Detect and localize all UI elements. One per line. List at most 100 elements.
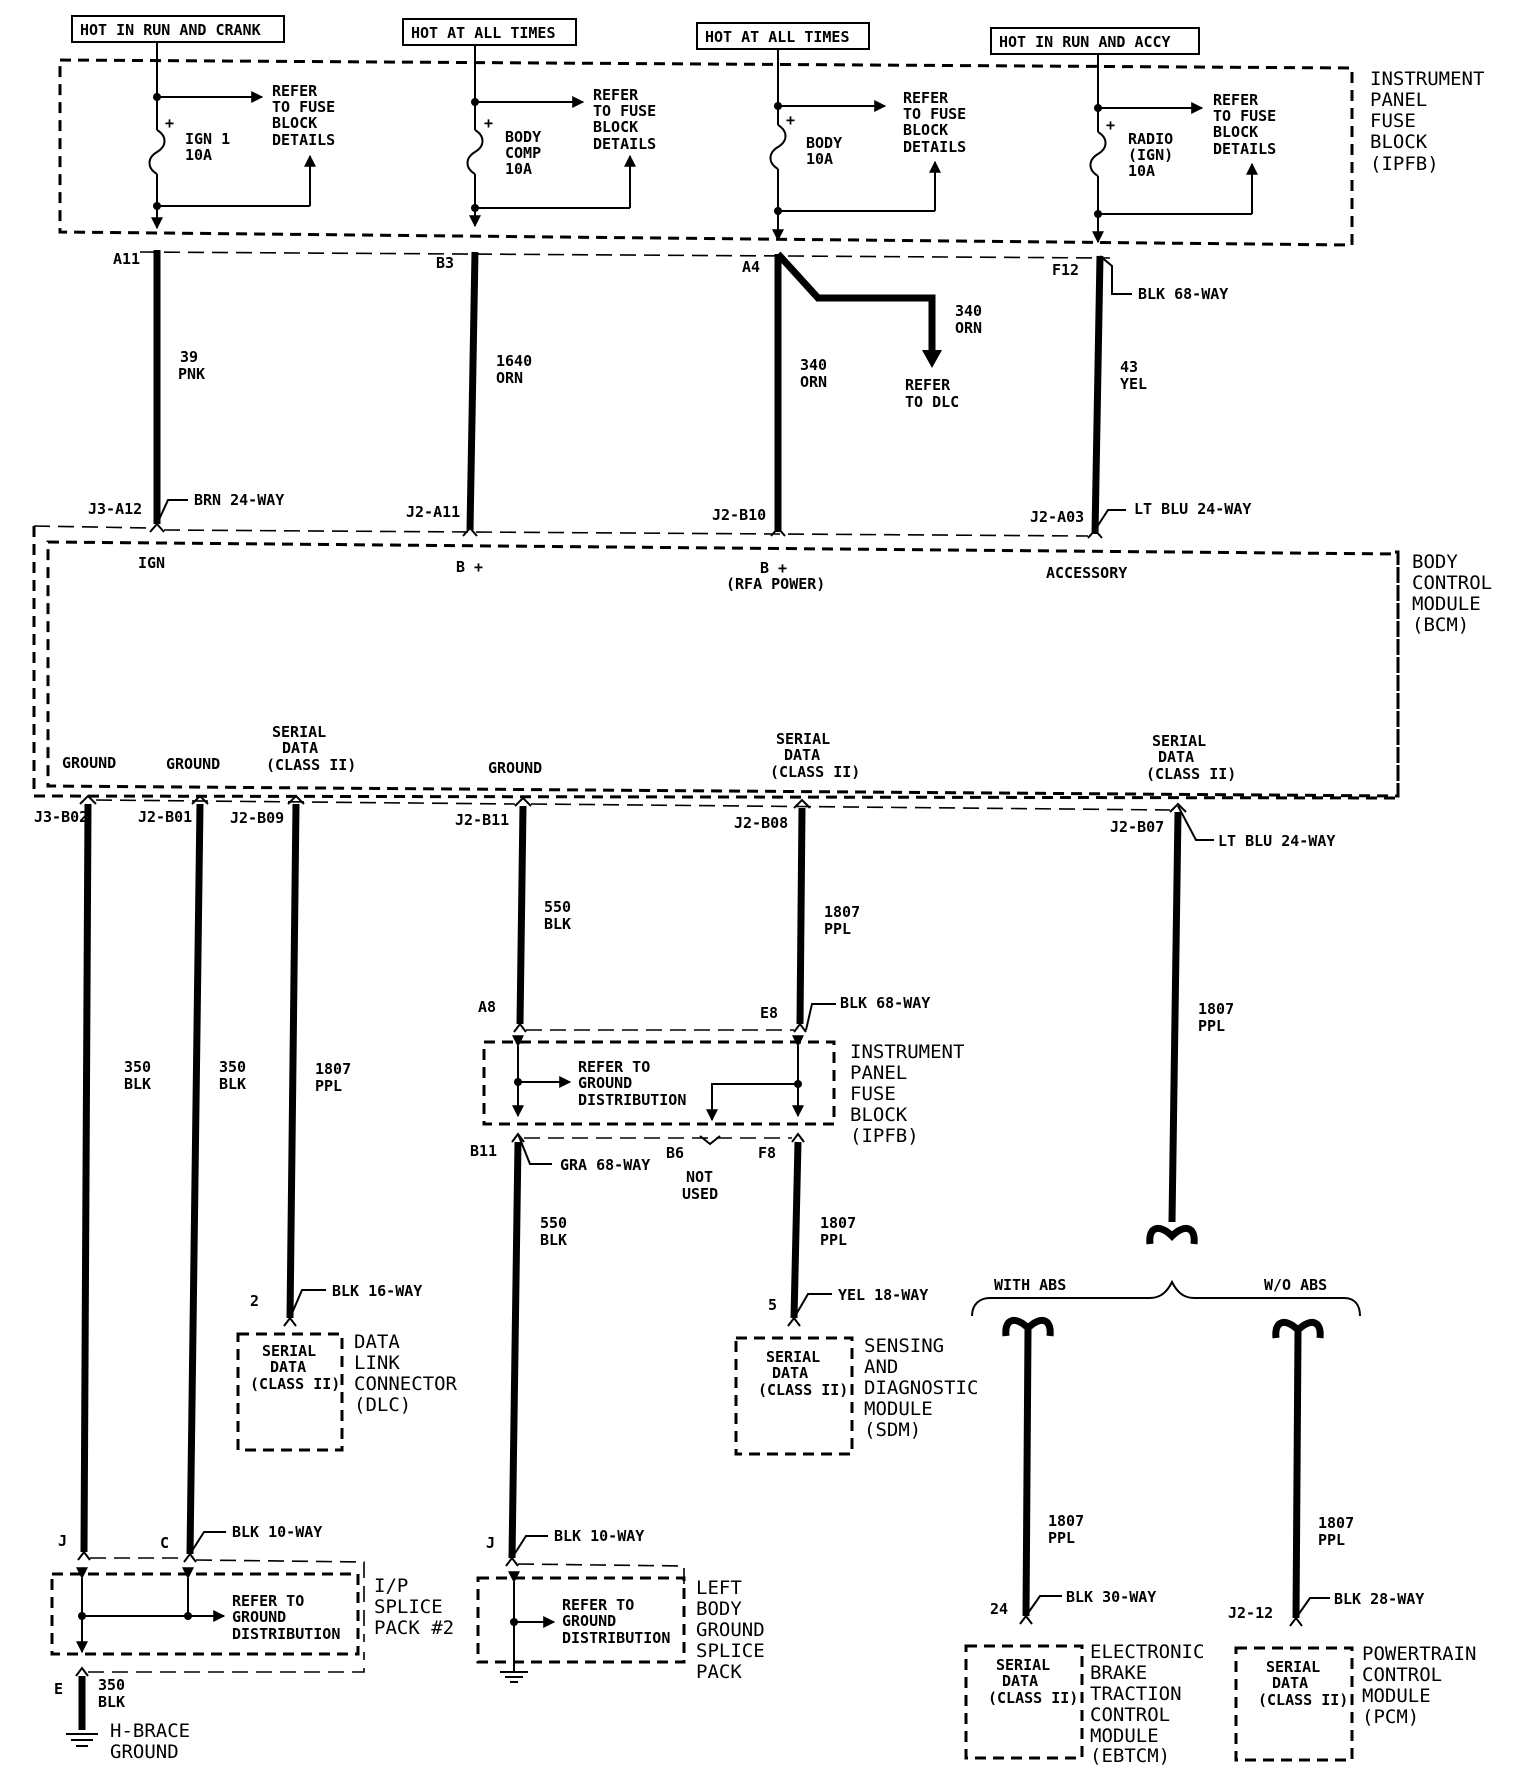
svg-text:J2-A03: J2-A03 <box>1030 508 1084 526</box>
feed-label-4: HOT IN RUN AND ACCY <box>999 33 1171 51</box>
svg-text:ELECTRONIC: ELECTRONIC <box>1090 1641 1204 1663</box>
svg-text:(CLASS II): (CLASS II) <box>988 1689 1078 1707</box>
svg-text:PPL: PPL <box>1048 1529 1075 1547</box>
svg-text:BLK: BLK <box>544 915 571 933</box>
svg-text:H-BRACE: H-BRACE <box>110 1720 190 1742</box>
svg-text:DATA: DATA <box>282 739 318 757</box>
svg-text:BLOCK: BLOCK <box>272 114 317 132</box>
feed-label-3: HOT AT ALL TIMES <box>705 28 850 46</box>
wire-350-blk-b <box>186 803 204 1555</box>
svg-text:CONTROL: CONTROL <box>1362 1664 1442 1686</box>
bcm-outer-line <box>32 526 1400 800</box>
splice-icon <box>1146 1225 1198 1245</box>
svg-text:+: + <box>165 114 174 132</box>
svg-text:REFER: REFER <box>593 86 639 104</box>
svg-text:1807: 1807 <box>1048 1512 1084 1530</box>
svg-text:340: 340 <box>800 356 827 374</box>
svg-text:DATA: DATA <box>1158 748 1194 766</box>
svg-text:TO FUSE: TO FUSE <box>593 102 656 120</box>
svg-text:(CLASS II): (CLASS II) <box>1258 1691 1348 1709</box>
svg-text:1807: 1807 <box>824 903 860 921</box>
svg-text:J3-A12: J3-A12 <box>88 500 142 518</box>
svg-text:10A: 10A <box>806 150 833 168</box>
svg-text:REFER: REFER <box>1213 91 1259 109</box>
svg-text:A8: A8 <box>478 998 496 1016</box>
svg-text:RADIO: RADIO <box>1128 130 1173 148</box>
wire-350-blk-a <box>80 803 92 1553</box>
svg-text:B6: B6 <box>666 1144 684 1162</box>
svg-text:TO DLC: TO DLC <box>905 393 959 411</box>
svg-text:GROUND: GROUND <box>562 1612 616 1630</box>
svg-text:PACK: PACK <box>696 1661 742 1683</box>
svg-text:SERIAL: SERIAL <box>766 1348 820 1366</box>
svg-text:DATA: DATA <box>270 1358 306 1376</box>
svg-text:(DLC): (DLC) <box>354 1394 411 1416</box>
svg-text:CONTROL: CONTROL <box>1090 1704 1170 1726</box>
svg-text:AND: AND <box>864 1356 898 1378</box>
ip-splice-pack: J C BLK 10-WAY REFER TO GROUND DISTRIBUT… <box>50 1523 454 1763</box>
svg-text:GROUND: GROUND <box>488 759 542 777</box>
svg-text:DETAILS: DETAILS <box>593 135 656 153</box>
svg-text:PPL: PPL <box>824 920 851 938</box>
svg-text:(IGN): (IGN) <box>1128 146 1173 164</box>
wire-550-blk-b <box>508 1141 522 1559</box>
svg-text:A4: A4 <box>742 258 760 276</box>
svg-text:(CLASS II): (CLASS II) <box>770 763 860 781</box>
svg-text:J2-A11: J2-A11 <box>406 503 460 521</box>
feed-labels: HOT IN RUN AND CRANK HOT AT ALL TIMES HO… <box>71 15 1200 55</box>
svg-text:CONTROL: CONTROL <box>1412 572 1492 594</box>
svg-text:1640: 1640 <box>496 352 532 370</box>
svg-text:(CLASS II): (CLASS II) <box>758 1381 848 1399</box>
feed-label-2: HOT AT ALL TIMES <box>411 24 556 42</box>
svg-text:DATA: DATA <box>1272 1674 1308 1692</box>
svg-text:BODY: BODY <box>696 1598 742 1620</box>
svg-text:350: 350 <box>124 1058 151 1076</box>
ebtcm-module: 24 BLK 30-WAY SERIAL DATA (CLASS II) ELE… <box>964 1588 1204 1767</box>
svg-text:GROUND: GROUND <box>232 1608 286 1626</box>
svg-text:550: 550 <box>544 898 571 916</box>
svg-text:LT BLU 24-WAY: LT BLU 24-WAY <box>1134 500 1251 518</box>
svg-text:J2-B08: J2-B08 <box>734 814 788 832</box>
svg-text:BRN 24-WAY: BRN 24-WAY <box>194 491 284 509</box>
svg-text:MODULE: MODULE <box>1412 593 1481 615</box>
svg-text:J2-B09: J2-B09 <box>230 809 284 827</box>
svg-text:GROUND: GROUND <box>696 1619 765 1641</box>
svg-text:BLK 10-WAY: BLK 10-WAY <box>554 1527 644 1545</box>
svg-text:MODULE: MODULE <box>1362 1685 1431 1707</box>
wire-1807-ppl-dlc <box>286 803 300 1319</box>
fuse-body: + BODY 10A REFER TO FUSE BLOCK DETAILS <box>769 49 966 242</box>
ipfb-top-box <box>58 58 1354 247</box>
svg-text:CONNECTOR: CONNECTOR <box>354 1373 458 1395</box>
svg-text:IGN: IGN <box>138 554 165 572</box>
svg-text:SENSING: SENSING <box>864 1335 944 1357</box>
svg-text:350: 350 <box>98 1676 125 1694</box>
fuse-body-comp: + BODY COMP 10A REFER TO FUSE BLOCK DETA… <box>466 45 656 228</box>
svg-text:TO FUSE: TO FUSE <box>272 98 335 116</box>
svg-text:+: + <box>484 114 493 132</box>
left-body-ground-splice-pack: J BLK 10-WAY REFER TO GROUND DISTRIBUTIO… <box>476 1527 765 1683</box>
svg-text:10A: 10A <box>185 146 212 164</box>
svg-text:BLK 30-WAY: BLK 30-WAY <box>1066 1588 1156 1606</box>
svg-text:DETAILS: DETAILS <box>1213 140 1276 158</box>
svg-text:(IPFB): (IPFB) <box>1370 153 1439 175</box>
svg-text:J2-12: J2-12 <box>1228 1604 1273 1622</box>
svg-text:YEL 18-WAY: YEL 18-WAY <box>838 1286 928 1304</box>
svg-text:340: 340 <box>955 302 982 320</box>
svg-text:BLK: BLK <box>124 1075 151 1093</box>
svg-text:DATA: DATA <box>772 1364 808 1382</box>
wire-340-orn-branch <box>775 251 936 350</box>
svg-text:(CLASS II): (CLASS II) <box>1146 765 1236 783</box>
svg-text:GROUND: GROUND <box>62 754 116 772</box>
svg-text:SERIAL: SERIAL <box>1152 732 1206 750</box>
svg-text:1807: 1807 <box>820 1214 856 1232</box>
svg-text:MODULE: MODULE <box>1090 1725 1159 1747</box>
pcm-module: J2-12 BLK 28-WAY SERIAL DATA (CLASS II) … <box>1228 1590 1476 1762</box>
svg-text:BLOCK: BLOCK <box>1370 131 1428 153</box>
bcm-pins: IGN B + B + (RFA POWER) ACCESSORY GROUND… <box>62 554 1236 783</box>
svg-text:TRACTION: TRACTION <box>1090 1683 1182 1705</box>
svg-text:REFER TO: REFER TO <box>578 1058 650 1076</box>
svg-text:ORN: ORN <box>496 369 523 387</box>
svg-text:J2-B10: J2-B10 <box>712 506 766 524</box>
svg-text:REFER TO: REFER TO <box>562 1596 634 1614</box>
svg-text:350: 350 <box>219 1058 246 1076</box>
